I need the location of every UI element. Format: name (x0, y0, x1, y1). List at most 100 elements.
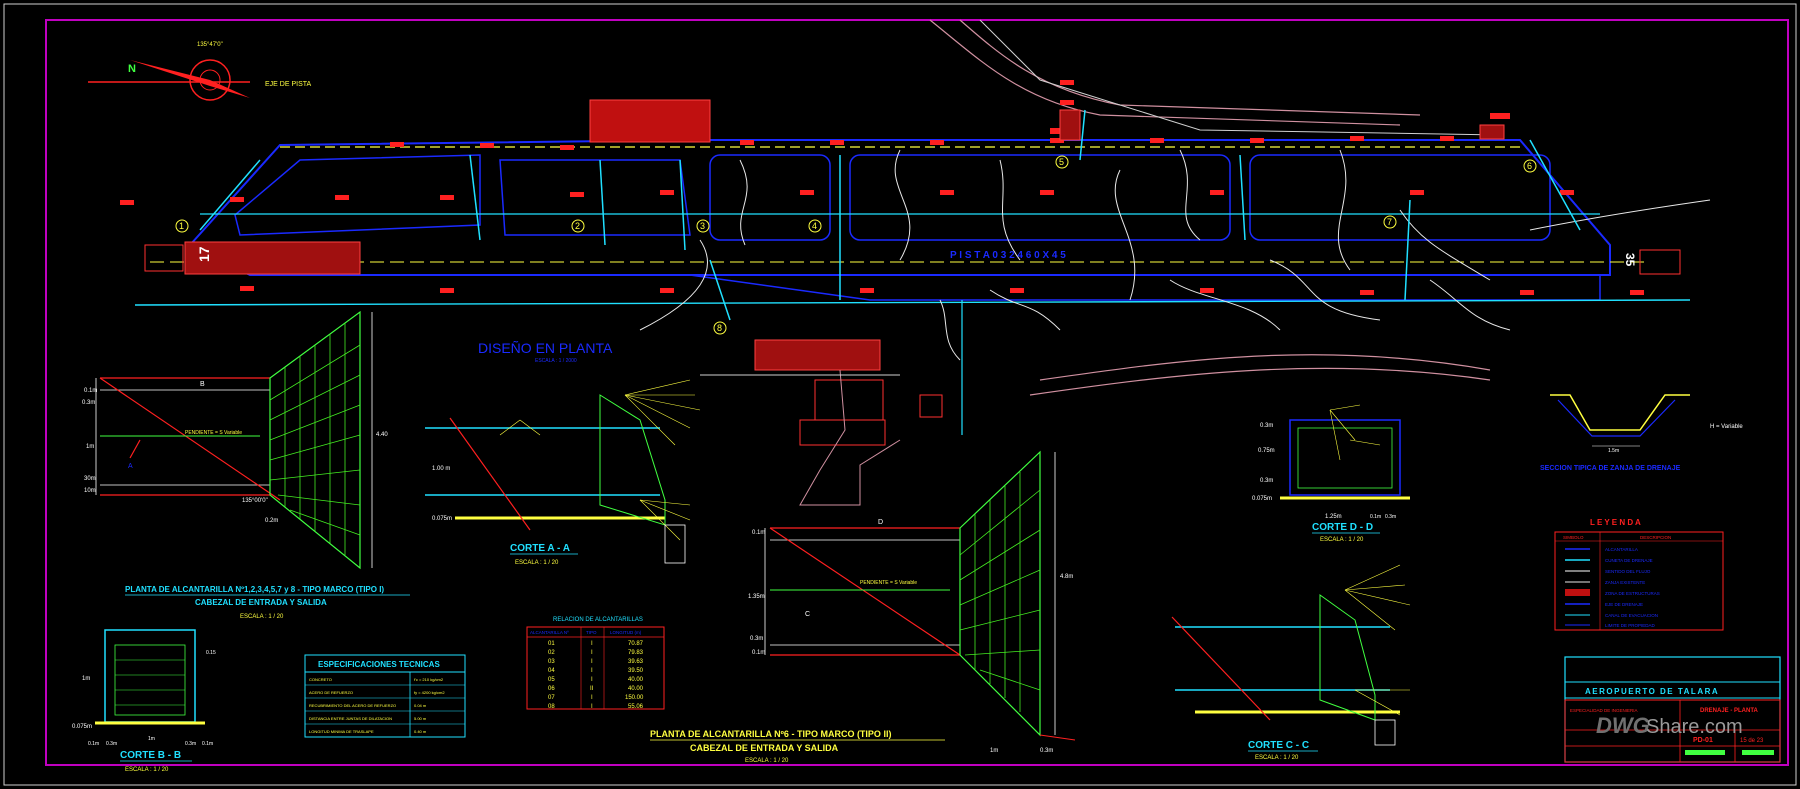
corte-b-title: CORTE B - B (120, 750, 181, 761)
grid-lines (269, 323, 361, 555)
rebar-fan (1344, 564, 1411, 716)
dim-text: 0.075m (72, 724, 92, 730)
angle-text: 135°00'0" (242, 498, 268, 504)
dim-text: 0.1m (202, 741, 213, 747)
dim-text: 0.3m (82, 400, 95, 406)
terminal-building (589, 99, 711, 143)
threshold-box (1639, 249, 1681, 275)
threshold-right: 35 (1623, 253, 1637, 267)
dim-text: 0.1m (752, 530, 765, 536)
dim-text: 0.075m (1252, 496, 1272, 502)
dim-text: 1m (86, 444, 94, 450)
footing (1374, 719, 1396, 746)
section-mark-d: D (878, 519, 883, 526)
spec-value: 0.40 m (414, 729, 427, 734)
road-line (959, 19, 1421, 116)
sheet-number: 15 de 23 (1740, 738, 1764, 744)
culvert-marker-3: 3 (700, 221, 705, 231)
north-label: N (128, 63, 136, 75)
dim-text: 0.3m (1260, 423, 1273, 429)
dim-text: 0.1m (752, 650, 765, 656)
dim-text: 30m (84, 476, 96, 482)
table-cell: 07 (548, 695, 555, 701)
watermark-share: Share.com (1646, 716, 1743, 738)
legend-symbols (1565, 548, 1590, 626)
sheet-title: DRENAJE - PLANTA (1700, 708, 1759, 714)
dim-text: 1.35m (748, 594, 765, 600)
road-line (1029, 367, 1491, 396)
lower-taxiway (689, 274, 1601, 301)
slope-text: PENDIENTE = S Variable (185, 430, 242, 436)
section-a-a: 1.00 m 0.075m CORTE A - A ESCALA : 1 / 2… (425, 379, 701, 566)
box-inner (1297, 427, 1393, 489)
dim-text: 0.1m (84, 388, 97, 394)
spec-label: CONCRETO (309, 677, 332, 682)
spec-rows: CONCRETO f'c = 210 kg/cm2 ACERO DE REFUE… (305, 677, 465, 734)
taxiway-outline (1249, 154, 1551, 241)
axis-label: EJE DE PISTA (265, 81, 311, 88)
rebar-fan (1329, 404, 1381, 461)
table-cell: 39.63 (628, 659, 644, 665)
culvert-marker-2: 2 (575, 221, 580, 231)
table-cell: 05 (548, 677, 555, 683)
culvert1-scale: ESCALA : 1 / 20 (240, 614, 284, 620)
spec-label: LONGITUD MINIMA DE TRASLAPE (309, 729, 374, 734)
table-cell: 08 (548, 704, 555, 710)
table-cell: I (591, 650, 593, 656)
table-cell: 04 (548, 668, 555, 674)
ditch-profile-inner (1557, 399, 1676, 437)
box-culvert (1289, 419, 1401, 496)
relacion-header-cell: LONGITUD (m) (610, 630, 642, 635)
relacion-header-cell: ALCANTARILLA Nº (530, 630, 569, 635)
culvert-marker-6: 6 (1527, 161, 1532, 171)
road-line (1039, 354, 1491, 381)
section-mark-a: A (128, 463, 133, 470)
culvert2-subtitle: CABEZAL DE ENTRADA Y SALIDA (690, 743, 839, 753)
table-cell: 06 (548, 686, 555, 692)
plan-scale: ESCALA : 1 / 2000 (535, 358, 577, 364)
wingwall-section (599, 394, 666, 526)
legend-descriptions: ALCANTARILLA CUNETA DE DRENAJE SENTIDO D… (1605, 547, 1660, 628)
outer-frame (3, 3, 1797, 786)
wingwall-section (1319, 594, 1376, 721)
table-cell: I (591, 668, 593, 674)
legend-item: CANAL DE EVACUACION (1605, 613, 1658, 618)
road-line (929, 19, 1401, 126)
taxiway-outline (709, 154, 831, 241)
table-cell: 03 (548, 659, 555, 665)
culvert2-scale: ESCALA : 1 / 20 (745, 758, 789, 764)
spec-label: RECUBRIMIENTO DEL ACERO DE REFUERZO (309, 703, 396, 708)
dim-text: 0.3m (106, 741, 117, 747)
legend-header: DESCRIPCION (1640, 535, 1671, 540)
legend-title: L E Y E N D A (1590, 518, 1641, 527)
taxiway-outline (234, 154, 481, 236)
culvert2-title: PLANTA DE ALCANTARILLA Nº6 - TIPO MARCO … (650, 729, 891, 739)
section-d-d: 0.3m 0.75m 0.3m 0.075m 1.25m 0.1m 0.3m C… (1252, 404, 1410, 543)
structure-hatch (1059, 109, 1081, 141)
corte-a-scale: ESCALA : 1 / 20 (515, 560, 559, 566)
legend: L E Y E N D A SIMBOLO DESCRIPCION ALCANT… (1554, 518, 1724, 631)
sheet-code: PD-01 (1693, 737, 1713, 744)
table-cell: 40.00 (628, 677, 644, 683)
dim-text: 1m (148, 736, 155, 742)
watermark-dwg: DWG (1596, 713, 1650, 738)
relacion-header: ALCANTARILLA Nº TIPO LONGITUD (m) (530, 630, 642, 635)
box-inner (114, 644, 186, 716)
table-cell: 39.50 (628, 668, 644, 674)
dim-text: 0.3m (1385, 514, 1396, 520)
corte-d-title: CORTE D - D (1312, 522, 1373, 533)
culvert1-title: PLANTA DE ALCANTARILLA Nº1,2,3,4,5,7 y 8… (125, 585, 384, 594)
table-cell: 40.00 (628, 686, 644, 692)
legend-header: SIMBOLO (1563, 535, 1584, 540)
legend-item: ALCANTARILLA (1605, 547, 1638, 552)
dim-text: 1m (82, 676, 90, 682)
culvert-markers: 1 2 3 4 5 6 7 8 (175, 155, 1537, 335)
compass-arrow-icon (130, 60, 250, 98)
section-b-b: 1m 0.075m 0.1m 0.3m 1m 0.3m 0.1m 0.15 CO… (72, 629, 216, 773)
north-arrow: N 135°47'0" (88, 42, 250, 101)
dim-text: 0.3m (1040, 748, 1053, 754)
dim-text: 0.1m (88, 741, 99, 747)
taxiway-outline (849, 154, 1231, 241)
structure-hatch (184, 241, 361, 275)
